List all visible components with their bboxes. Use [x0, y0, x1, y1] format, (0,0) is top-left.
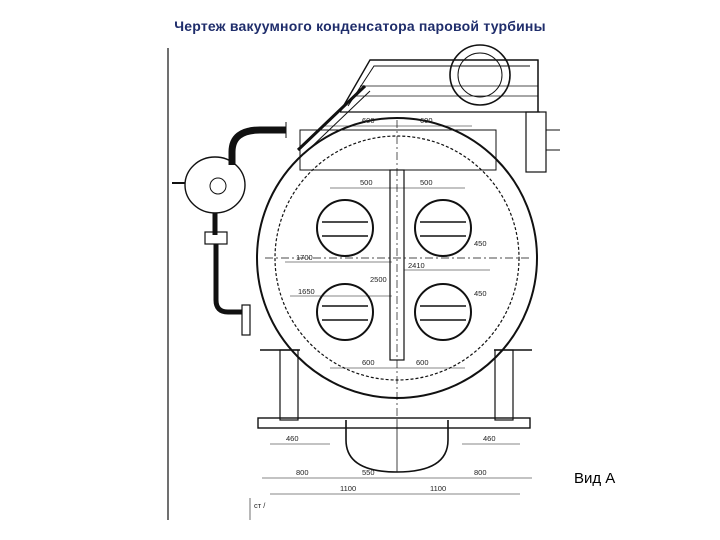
dim-base-1100-left: 1100 [340, 484, 356, 493]
tube-bundle-upper-right [414, 199, 472, 257]
dim-top-right: 600 [420, 116, 433, 125]
dim-base-right: 460 [483, 434, 496, 443]
side-flange [525, 60, 560, 173]
dim-base-1100-right: 1100 [430, 484, 446, 493]
dim-lower-right: 600 [416, 358, 429, 367]
tube-bundle-lower-left [316, 283, 374, 341]
left-pipework [172, 122, 287, 336]
dim-upper-left: 500 [360, 178, 373, 187]
dim-upper-right: 500 [420, 178, 433, 187]
dim-left-1650: 1650 [298, 287, 315, 296]
dimension-lines [249, 125, 532, 520]
page-title: Чертеж вакуумного конденсатора паровой т… [174, 18, 546, 34]
exhaust-neck [339, 59, 540, 113]
steam-flange [449, 44, 511, 106]
tube-bundle-lower-right [414, 283, 472, 341]
corner-note: ст / [254, 501, 266, 510]
dim-right-450: 450 [474, 239, 487, 248]
dim-center-2410: 2410 [408, 261, 425, 270]
central-partition [389, 169, 405, 361]
dim-diag-2500: 2500 [370, 275, 387, 284]
dim-left-1700: 1700 [296, 253, 313, 262]
dim-right-450-b: 450 [474, 289, 487, 298]
dim-top-left: 600 [362, 116, 375, 125]
hotwell [345, 420, 449, 473]
inclined-strut [296, 84, 367, 152]
base-plate [257, 417, 531, 429]
dim-base-800-right: 800 [474, 468, 487, 477]
view-label: Вид А [574, 470, 616, 487]
dim-base-550: 550 [362, 468, 375, 477]
dim-base-800-left: 800 [296, 468, 309, 477]
dim-base-left: 460 [286, 434, 299, 443]
support-legs [260, 349, 532, 421]
dim-lower-left: 600 [362, 358, 375, 367]
tube-bundle-upper-left [316, 199, 374, 257]
